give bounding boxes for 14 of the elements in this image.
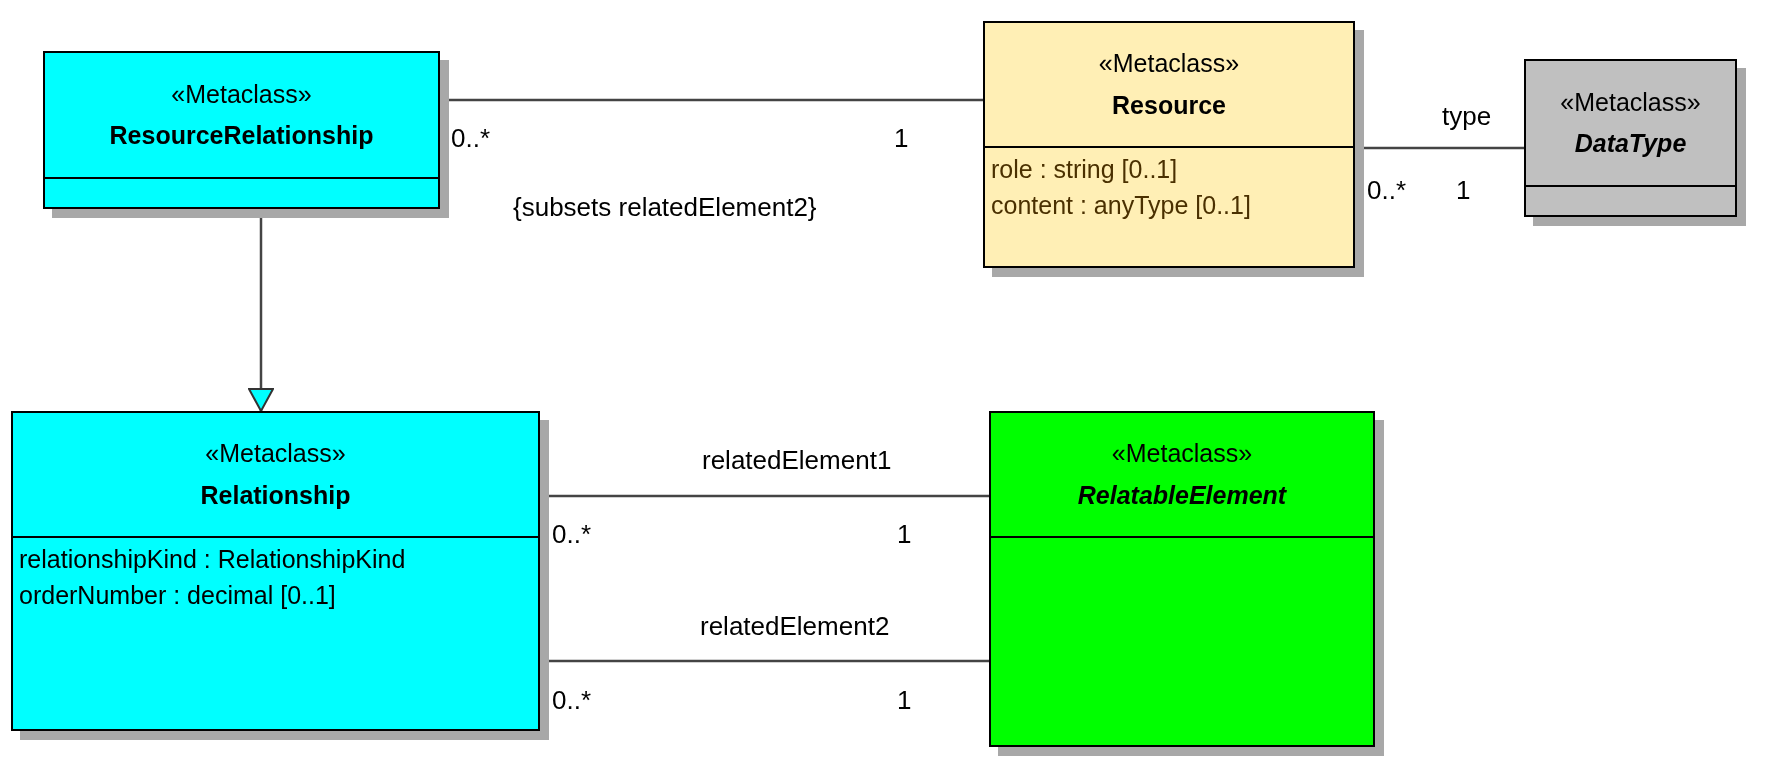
class-name: ResourceRelationship	[109, 122, 374, 150]
attribute-text: content : anyType [0..1]	[991, 191, 1251, 219]
class-name: Resource	[1112, 91, 1226, 119]
stereotype-label: «Metaclass»	[171, 80, 312, 108]
attribute-text: relationshipKind : RelationshipKind	[19, 546, 406, 574]
stereotype-label: «Metaclass»	[1111, 440, 1253, 468]
attribute-text: orderNumber : decimal [0..1]	[19, 581, 336, 609]
class-name: Relationship	[200, 481, 351, 509]
stereotype-label: «Metaclass»	[1560, 88, 1701, 116]
stereotype-label: «Metaclass»	[1098, 50, 1240, 78]
stereotype-label: «Metaclass»	[205, 440, 346, 468]
class-name: DataType	[1574, 130, 1687, 158]
class-name: RelatableElement	[1077, 481, 1287, 509]
attribute-text: role : string [0..1]	[991, 156, 1178, 184]
